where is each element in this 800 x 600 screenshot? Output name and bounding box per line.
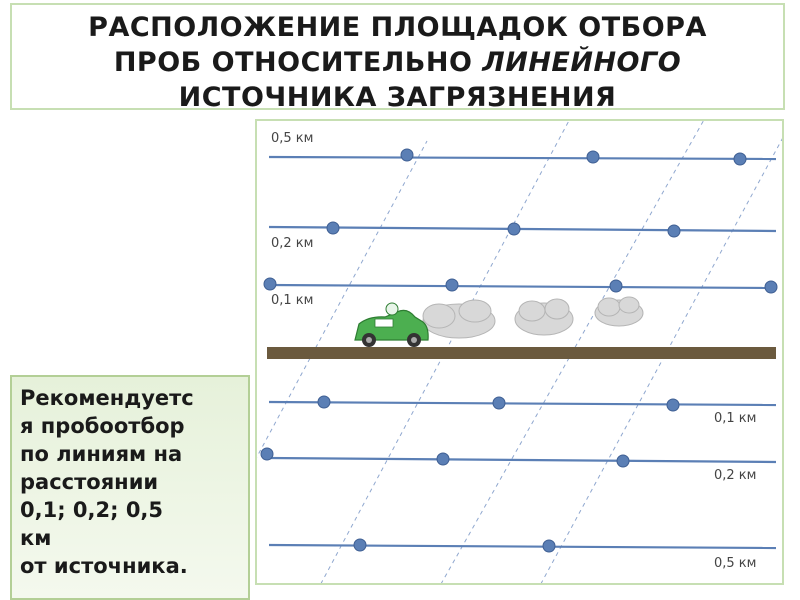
title-box: РАСПОЛОЖЕНИЕ ПЛОЩАДОК ОТБОРА ПРОБ ОТНОСИ… — [10, 3, 785, 113]
sampling-point — [317, 395, 331, 409]
sampling-point — [542, 539, 556, 553]
sampling-lines — [268, 155, 777, 550]
sampling-points — [260, 148, 778, 553]
sampling-point — [263, 277, 277, 291]
sampling-line-0-1-lower — [268, 400, 777, 407]
sampling-point — [764, 280, 778, 294]
sampling-point — [667, 224, 681, 238]
sampling-point — [609, 279, 623, 293]
sampling-point — [616, 454, 630, 468]
road — [267, 347, 776, 359]
recommendation-text: Рекомендуетс я пробоотбор по линиям на р… — [20, 386, 194, 578]
sampling-line-0-1-upper — [268, 283, 777, 290]
car-icon — [354, 302, 429, 347]
smoke-clouds — [422, 296, 644, 339]
sampling-point — [492, 396, 506, 410]
diagonal-guides — [257, 121, 782, 583]
distance-label-0-1-lower: 0,1 км — [714, 411, 757, 426]
title-line-1: РАСПОЛОЖЕНИЕ ПЛОЩАДОК ОТБОРА — [88, 12, 707, 43]
diagonal-guide — [320, 121, 570, 583]
sampling-point — [666, 398, 680, 412]
smoke-cloud — [594, 296, 644, 327]
sampling-point — [733, 152, 747, 166]
sampling-diagram: 0,5 км 0,2 км 0,1 км 0,1 км 0,2 км 0,5 к… — [255, 119, 784, 585]
sampling-line-0-5-upper — [268, 155, 777, 161]
title-line-3: ИСТОЧНИКА ЗАГРЯЗНЕНИЯ — [178, 82, 617, 113]
sampling-point — [507, 222, 521, 236]
title-line-2: ПРОБ ОТНОСИТЕЛЬНО ЛИНЕЙНОГО — [12, 45, 783, 80]
smoke-cloud — [514, 298, 574, 336]
sampling-point — [586, 150, 600, 164]
distance-label-0-5-lower: 0,5 км — [714, 556, 757, 571]
sampling-point — [400, 148, 414, 162]
sampling-point — [445, 278, 459, 292]
sampling-line-0-2-lower — [268, 456, 777, 464]
title-line-2-italic: ЛИНЕЙНОГО — [482, 47, 682, 78]
recommendation-note: Рекомендуетс я пробоотбор по линиям на р… — [10, 375, 250, 600]
sampling-point — [326, 221, 340, 235]
sampling-point — [436, 452, 450, 466]
sampling-point — [260, 447, 274, 461]
smoke-cloud — [422, 299, 496, 339]
diagonal-guide — [257, 140, 428, 458]
distance-label-0-1-upper: 0,1 км — [271, 293, 314, 308]
sampling-line-0-5-lower — [268, 543, 777, 550]
diagonal-guide — [440, 121, 704, 583]
diagram-canvas — [257, 121, 782, 583]
sampling-line-0-2-upper — [268, 225, 777, 233]
distance-label-0-2-lower: 0,2 км — [714, 468, 757, 483]
sampling-point — [353, 538, 367, 552]
distance-label-0-5-upper: 0,5 км — [271, 131, 314, 146]
title-line-2-plain: ПРОБ ОТНОСИТЕЛЬНО — [113, 47, 483, 78]
distance-label-0-2-upper: 0,2 км — [271, 236, 314, 251]
